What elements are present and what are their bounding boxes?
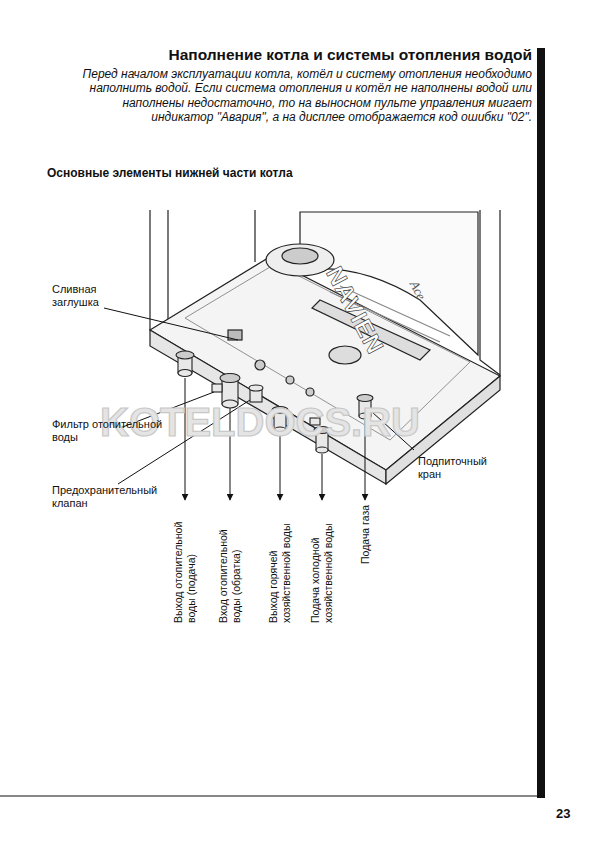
- footer-rule: [0, 796, 545, 797]
- connection-label: Выход отопительной воды (подача): [172, 505, 197, 623]
- part-label: Подпиточный кран: [418, 455, 498, 481]
- page-title: Наполнение котла и системы отопления вод…: [110, 46, 532, 65]
- part-label: Предохранительный клапан: [52, 484, 172, 510]
- section-heading: Основные элементы нижней части котла: [47, 166, 293, 180]
- part-label: Фильтр отопительной воды: [52, 418, 177, 444]
- connection-label: Подача газа: [359, 505, 372, 564]
- page-number: 23: [556, 806, 570, 822]
- connection-label: Выход горячей хозяйственной воды: [267, 505, 292, 623]
- connection-label: Подача холодной хозяйственной воды: [309, 505, 334, 623]
- intro-paragraph: Перед началом эксплуатации котла, котёл …: [82, 67, 532, 125]
- side-bar: [537, 48, 545, 798]
- connection-label: Вход отопительной воды (обратка): [217, 505, 242, 623]
- part-label: Сливная заглушка: [52, 283, 122, 309]
